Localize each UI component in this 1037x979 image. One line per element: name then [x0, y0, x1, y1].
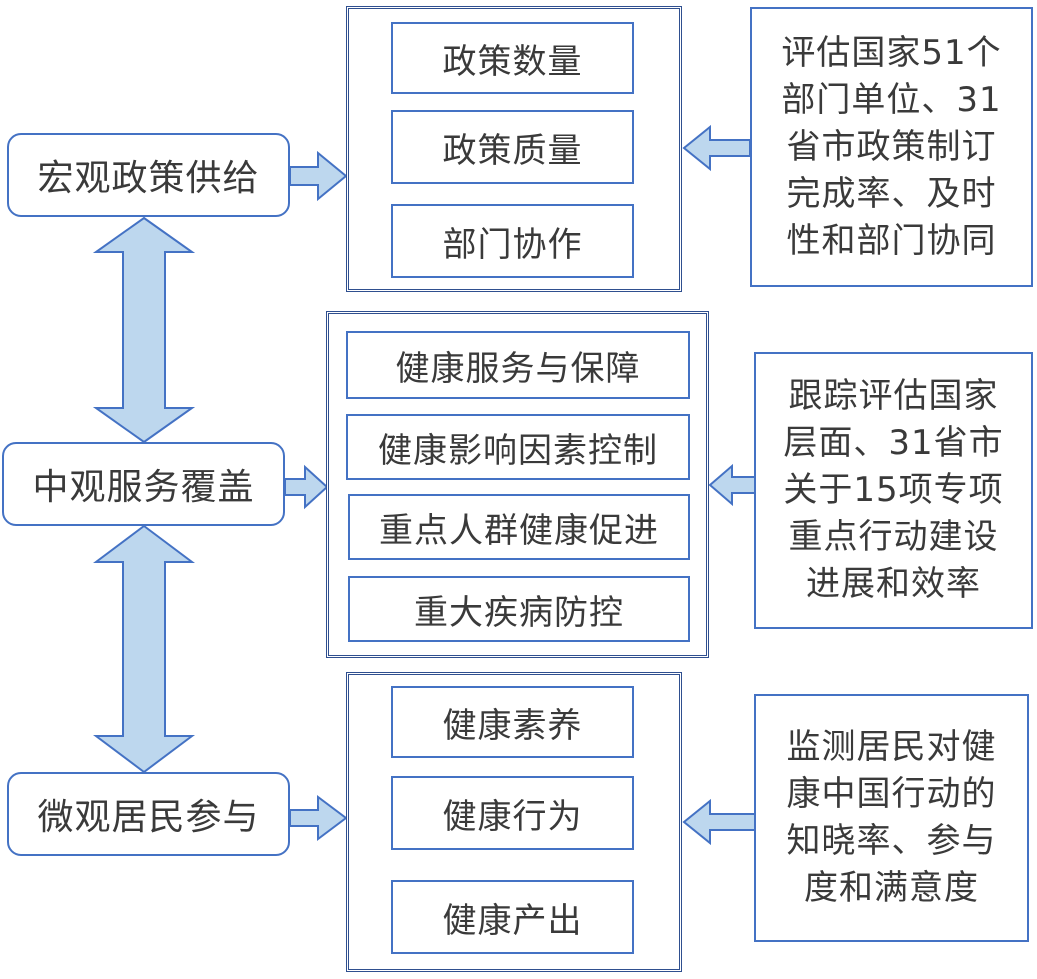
- level-macro-box: 宏观政策供给: [7, 133, 290, 217]
- desc-macro-text: 评估国家51个 部门单位、31 省市政策制订 完成率、及时 性和部门协同: [781, 32, 1002, 261]
- item-label: 健康服务与保障: [395, 348, 641, 389]
- level-macro-label: 宏观政策供给: [37, 158, 260, 199]
- item-label: 政策数量: [442, 41, 583, 82]
- item-label: 健康影响因素控制: [378, 430, 658, 471]
- item-label: 部门协作: [442, 224, 583, 265]
- level-micro-label: 微观居民参与: [37, 797, 260, 838]
- arrow-right-micro: [289, 795, 348, 841]
- double-arrow-macro-meso: [92, 216, 196, 444]
- arrow-right-macro: [289, 150, 348, 202]
- item-label: 健康行为: [442, 796, 583, 837]
- level-micro-box: 微观居民参与: [7, 772, 290, 856]
- arrow-left-macro: [682, 124, 751, 172]
- group-macro-item: 政策质量: [391, 110, 634, 184]
- item-label: 健康产出: [442, 900, 583, 941]
- group-meso-item: 健康服务与保障: [346, 331, 690, 399]
- desc-micro-box: 监测居民对健 康中国行动的 知晓率、参与 度和满意度: [754, 694, 1029, 942]
- desc-meso-box: 跟踪评估国家 层面、31省市 关于15项专项 重点行动建设 进展和效率: [754, 352, 1033, 629]
- arrow-right-meso: [284, 464, 329, 510]
- level-meso-box: 中观服务覆盖: [2, 442, 285, 526]
- group-micro-item: 健康素养: [391, 686, 634, 758]
- group-micro-item: 健康行为: [391, 776, 634, 850]
- group-macro-item: 政策数量: [391, 22, 634, 94]
- desc-macro-box: 评估国家51个 部门单位、31 省市政策制订 完成率、及时 性和部门协同: [750, 7, 1033, 287]
- arrow-left-meso: [708, 463, 757, 507]
- item-label: 健康素养: [442, 705, 583, 746]
- item-label: 政策质量: [442, 130, 583, 171]
- double-arrow-meso-micro: [93, 524, 195, 774]
- group-micro-item: 健康产出: [391, 880, 634, 954]
- arrow-left-micro: [682, 798, 756, 846]
- item-label: 重大疾病防控: [414, 592, 624, 633]
- group-meso-item: 重大疾病防控: [348, 576, 690, 642]
- desc-meso-text: 跟踪评估国家 层面、31省市 关于15项专项 重点行动建设 进展和效率: [783, 376, 1004, 604]
- desc-micro-text: 监测居民对健 康中国行动的 知晓率、参与 度和满意度: [786, 727, 997, 908]
- group-meso-item: 重点人群健康促进: [348, 494, 690, 560]
- item-label: 重点人群健康促进: [379, 510, 659, 551]
- group-meso-item: 健康影响因素控制: [346, 414, 690, 480]
- level-meso-label: 中观服务覆盖: [32, 467, 255, 508]
- group-macro-item: 部门协作: [391, 204, 634, 278]
